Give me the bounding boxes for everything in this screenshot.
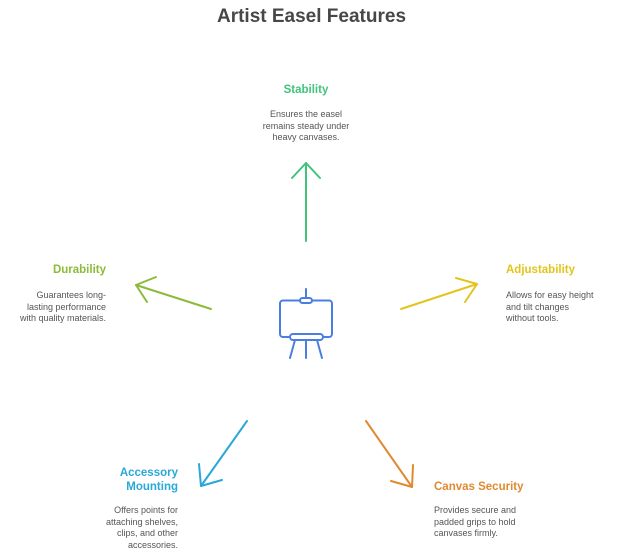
description-line: attaching shelves, <box>105 516 178 527</box>
description-line: lasting performance <box>26 301 106 312</box>
adjustability-arrow <box>400 277 478 310</box>
description-line: Provides secure and <box>434 505 517 515</box>
canvas-security-description: Provides secure and padded grips to hold… <box>434 505 604 540</box>
description-line: without tools. <box>506 313 559 323</box>
title-line: Mounting <box>126 481 178 493</box>
adjustability-description: Allows for easy height and tilt changes … <box>506 290 623 325</box>
accessory-arrow <box>198 420 248 487</box>
adjustability-title: Adjustability <box>506 264 576 276</box>
accessory-mounting-description: Offers points for attaching shelves, cli… <box>60 505 178 551</box>
description-line: Offers points for <box>114 505 178 515</box>
description-line: Ensures the easel <box>269 109 343 119</box>
diagram-title: Artist Easel Features <box>216 6 407 27</box>
description-line: heavy canvases. <box>272 132 340 142</box>
description-line: canvases firmly. <box>434 528 498 538</box>
canvas-security-title: Canvas Security <box>434 481 524 493</box>
title-line: Accessory <box>119 467 178 479</box>
durability-arrow <box>135 276 212 310</box>
description-line: Guarantees long- <box>36 290 106 300</box>
description-line: and tilt changes <box>506 301 570 312</box>
description-line: clips, and other <box>116 528 178 538</box>
durability-title: Durability <box>52 264 106 276</box>
description-line: accessories. <box>127 539 178 550</box>
easel-icon <box>279 288 333 359</box>
stability-description: Ensures the easel remains steady under h… <box>206 109 406 144</box>
description-line: padded grips to hold <box>434 516 516 527</box>
description-line: remains steady under <box>262 120 350 131</box>
accessory-mounting-title: Accessory Mounting <box>60 466 178 494</box>
canvas-security-arrow <box>365 420 414 488</box>
description-line: Allows for easy height <box>506 290 594 300</box>
stability-title: Stability <box>283 84 329 96</box>
durability-description: Guarantees long- lasting performance wit… <box>0 290 106 325</box>
description-line: with quality materials. <box>19 313 106 323</box>
stability-arrow <box>291 162 321 242</box>
